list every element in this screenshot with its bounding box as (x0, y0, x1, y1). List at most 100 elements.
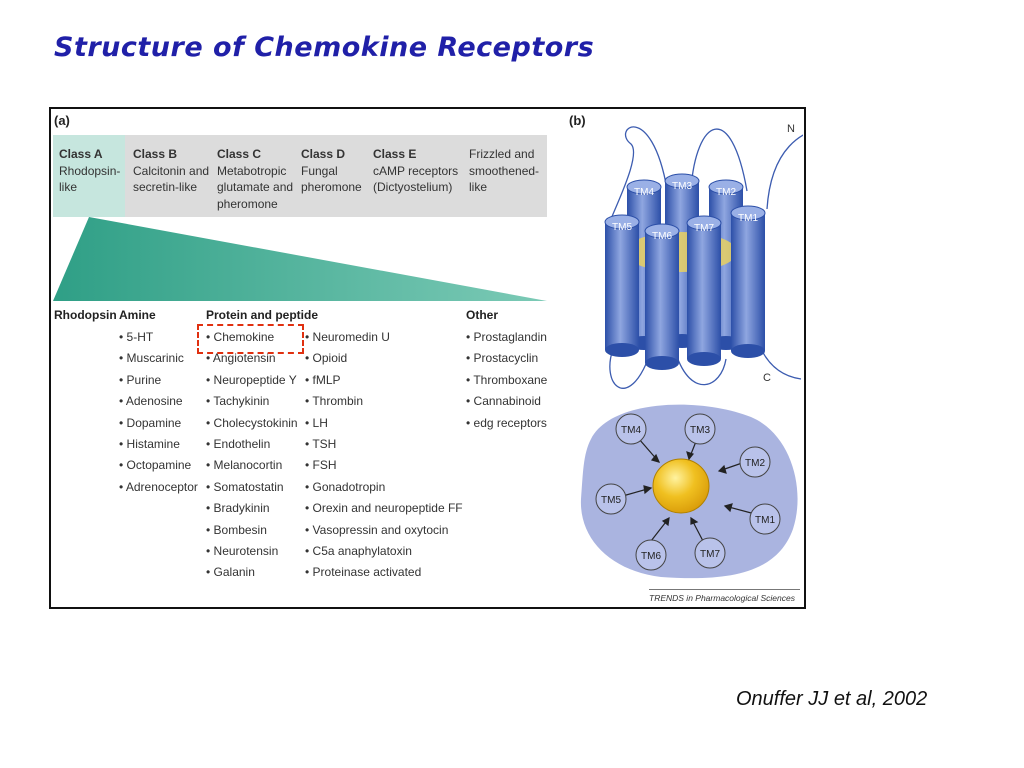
list-item: • Cannabinoid (466, 394, 541, 409)
list-item: • TSH (305, 437, 337, 452)
panel-b-label: (b) (569, 113, 586, 128)
header-protein-peptide: Protein and peptide (206, 308, 319, 322)
footer-rule (649, 589, 800, 590)
class-name: Class E (373, 147, 417, 161)
figure-source: TRENDS in Pharmacological Sciences (649, 593, 795, 603)
list-item: • Endothelin (206, 437, 271, 452)
protein-list-col2: • Neuromedin U • Opioid • fMLP • Thrombi… (305, 327, 463, 584)
receptor-diagram: TM4 TM3 TM2 TM5 TM6 TM7 TM1 N C (580, 123, 803, 579)
list-item: • FSH (305, 458, 337, 473)
list-item: • Adrenoceptor (119, 479, 198, 494)
list-item: • 5-HT (119, 330, 154, 344)
helix-label-tm5: TM5 (612, 222, 632, 233)
list-item: • Neuropeptide Y (206, 372, 297, 387)
list-item: • Galanin (206, 565, 255, 580)
list-item: • Thromboxane (466, 372, 548, 387)
circle-label-tm5: TM5 (601, 495, 621, 506)
list-item: • LH (305, 415, 328, 430)
helix-circles (595, 413, 781, 571)
citation: Onuffer JJ et al, 2002 (736, 688, 928, 710)
class-a: Class A Rhodopsin- like (59, 146, 120, 196)
list-item: • Gonadotropin (305, 479, 386, 494)
list-item: • Angiotensin (206, 351, 276, 366)
list-item: • Octopamine (119, 458, 192, 473)
list-item: • C5a anaphylatoxin (305, 544, 412, 559)
class-b: Class B Calcitonin and secretin-like (133, 146, 209, 196)
list-item: • Muscarinic (119, 351, 184, 366)
class-desc: Metabotropic (217, 163, 287, 178)
protein-list-col1: • Chemokine • Angiotensin • Neuropeptide… (206, 327, 298, 584)
class-desc: glutamate and (217, 180, 294, 194)
list-item: • fMLP (305, 372, 341, 387)
list-item: • Neuromedin U (305, 330, 390, 344)
class-desc: Frizzled and (469, 147, 535, 161)
class-desc: Fungal (301, 163, 338, 178)
circle-label-tm7: TM7 (700, 549, 720, 560)
class-d: Class D Fungal pheromone (301, 146, 362, 196)
class-name: Class C (217, 147, 262, 161)
list-item: • Bradykinin (206, 501, 270, 516)
class-c: Class C Metabotropic glutamate and phero… (217, 146, 293, 212)
panel-a-label: (a) (54, 113, 70, 128)
helix-label-tm2: TM2 (716, 187, 736, 198)
list-item: • Prostaglandin (466, 330, 547, 344)
chemokine-highlight-box (197, 324, 304, 354)
list-item: • Vasopressin and oxytocin (305, 522, 449, 537)
c-terminus-label: C (763, 372, 771, 384)
class-desc: pheromone (301, 180, 362, 194)
header-amine: Amine (119, 308, 156, 322)
class-name: Class D (301, 147, 346, 161)
circle-label-tm6: TM6 (641, 551, 661, 562)
class-desc: Rhodopsin- (59, 163, 121, 178)
figure-panel: (a) Class A Rhodopsin- like Class B Calc… (49, 107, 806, 609)
class-desc: smoothened- (469, 163, 540, 178)
n-terminus-label: N (787, 123, 795, 135)
helix-label-tm6: TM6 (652, 231, 672, 242)
class-e: Class E cAMP receptors (Dictyostelium) (373, 146, 458, 196)
list-item: • Proteinase activated (305, 565, 422, 580)
class-name: Class A (59, 147, 103, 161)
class-desc: pheromone (217, 196, 278, 211)
class-desc: like (469, 180, 488, 194)
binding-pocket (652, 458, 710, 514)
header-rhodopsin: Rhodopsin (54, 308, 117, 322)
list-item: • Opioid (305, 351, 348, 366)
class-desc: secretin-like (133, 180, 198, 194)
receptor-class-bar (53, 135, 547, 217)
list-item: • Tachykinin (206, 394, 270, 409)
helix-label-tm1: TM1 (738, 213, 758, 224)
other-list: • Prostaglandin • Prostacyclin • Thrombo… (466, 327, 547, 434)
list-item: • Cholecystokinin (206, 415, 298, 430)
header-other: Other (466, 308, 499, 322)
list-item: • Purine (119, 372, 162, 387)
circle-label-tm1: TM1 (755, 515, 775, 526)
circle-label-tm4: TM4 (621, 425, 641, 436)
list-item: • Somatostatin (206, 479, 284, 494)
class-desc: cAMP receptors (373, 163, 459, 178)
helix-label-tm4: TM4 (634, 187, 654, 198)
circle-label-tm2: TM2 (745, 458, 765, 469)
list-item: • Prostacyclin (466, 351, 539, 366)
amine-list: • 5-HT • Muscarinic • Purine • Adenosine… (119, 327, 198, 498)
extracellular-loops (609, 126, 803, 389)
list-item: • Thrombin (305, 394, 364, 409)
list-item: • Neurotensin (206, 544, 279, 559)
class-name: Class B (133, 147, 178, 161)
class-desc: (Dictyostelium) (373, 180, 453, 194)
slide-title: Structure of Chemokine Receptors (54, 32, 595, 63)
class-desc: like (59, 180, 78, 194)
helix-label-tm3: TM3 (672, 181, 692, 192)
list-item: • Chemokine (206, 330, 275, 344)
helix-label-tm7: TM7 (694, 223, 714, 234)
list-item: • Histamine (119, 437, 180, 452)
expansion-wedge (53, 217, 547, 301)
list-item: • Adenosine (119, 394, 183, 409)
class-frizzled: Frizzled and smoothened- like (469, 146, 539, 196)
list-item: • edg receptors (466, 415, 547, 430)
front-helices (604, 205, 766, 370)
list-item: • Bombesin (206, 522, 267, 537)
class-desc: Calcitonin and (133, 163, 210, 178)
class-a-highlight (53, 135, 125, 217)
list-item: • Dopamine (119, 415, 182, 430)
list-item: • Orexin and neuropeptide FF (305, 501, 463, 516)
